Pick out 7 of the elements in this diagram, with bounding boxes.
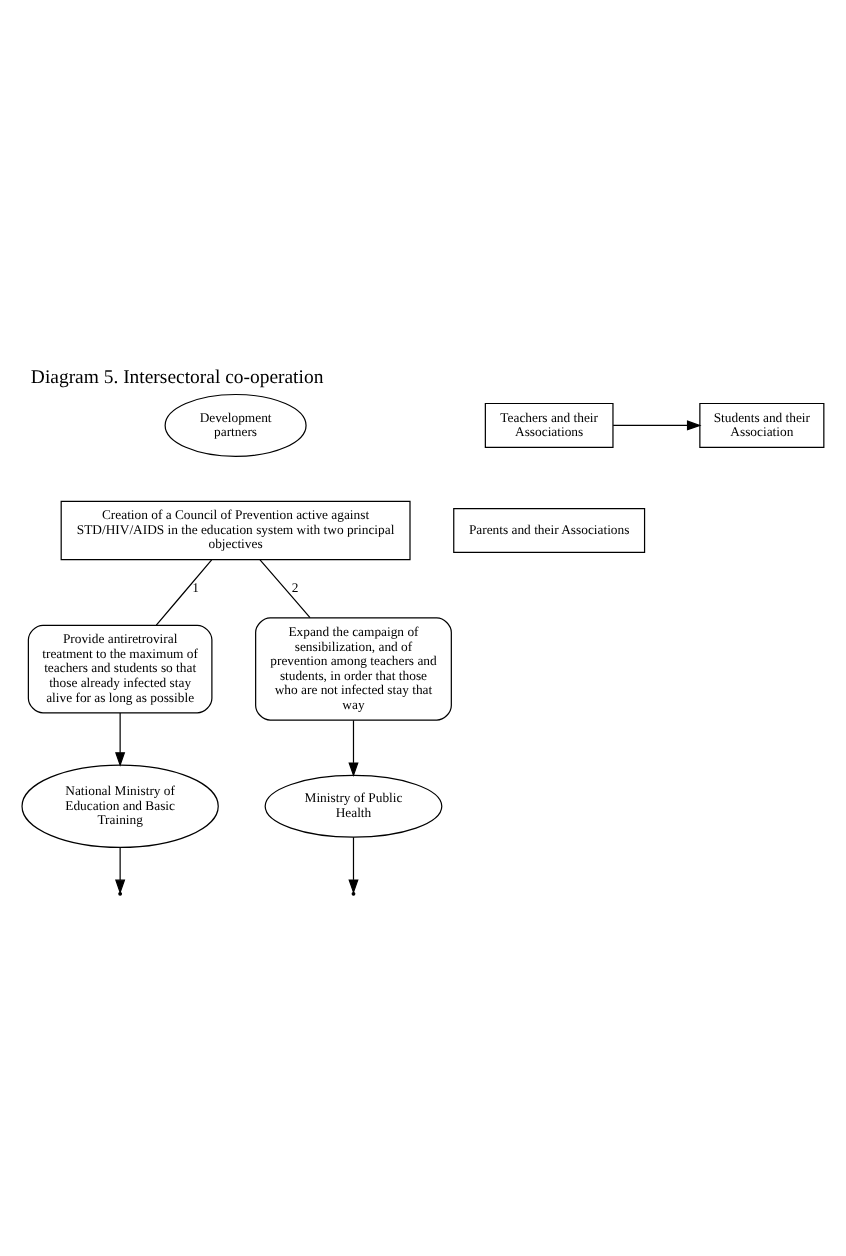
connector [259,558,311,618]
arrow [348,718,359,777]
arrow [612,419,702,430]
arrow [115,711,126,766]
connector [155,558,213,625]
diagram-title: Diagram 5. Intersectoral co-operation [30,366,324,389]
arrow [115,845,126,894]
